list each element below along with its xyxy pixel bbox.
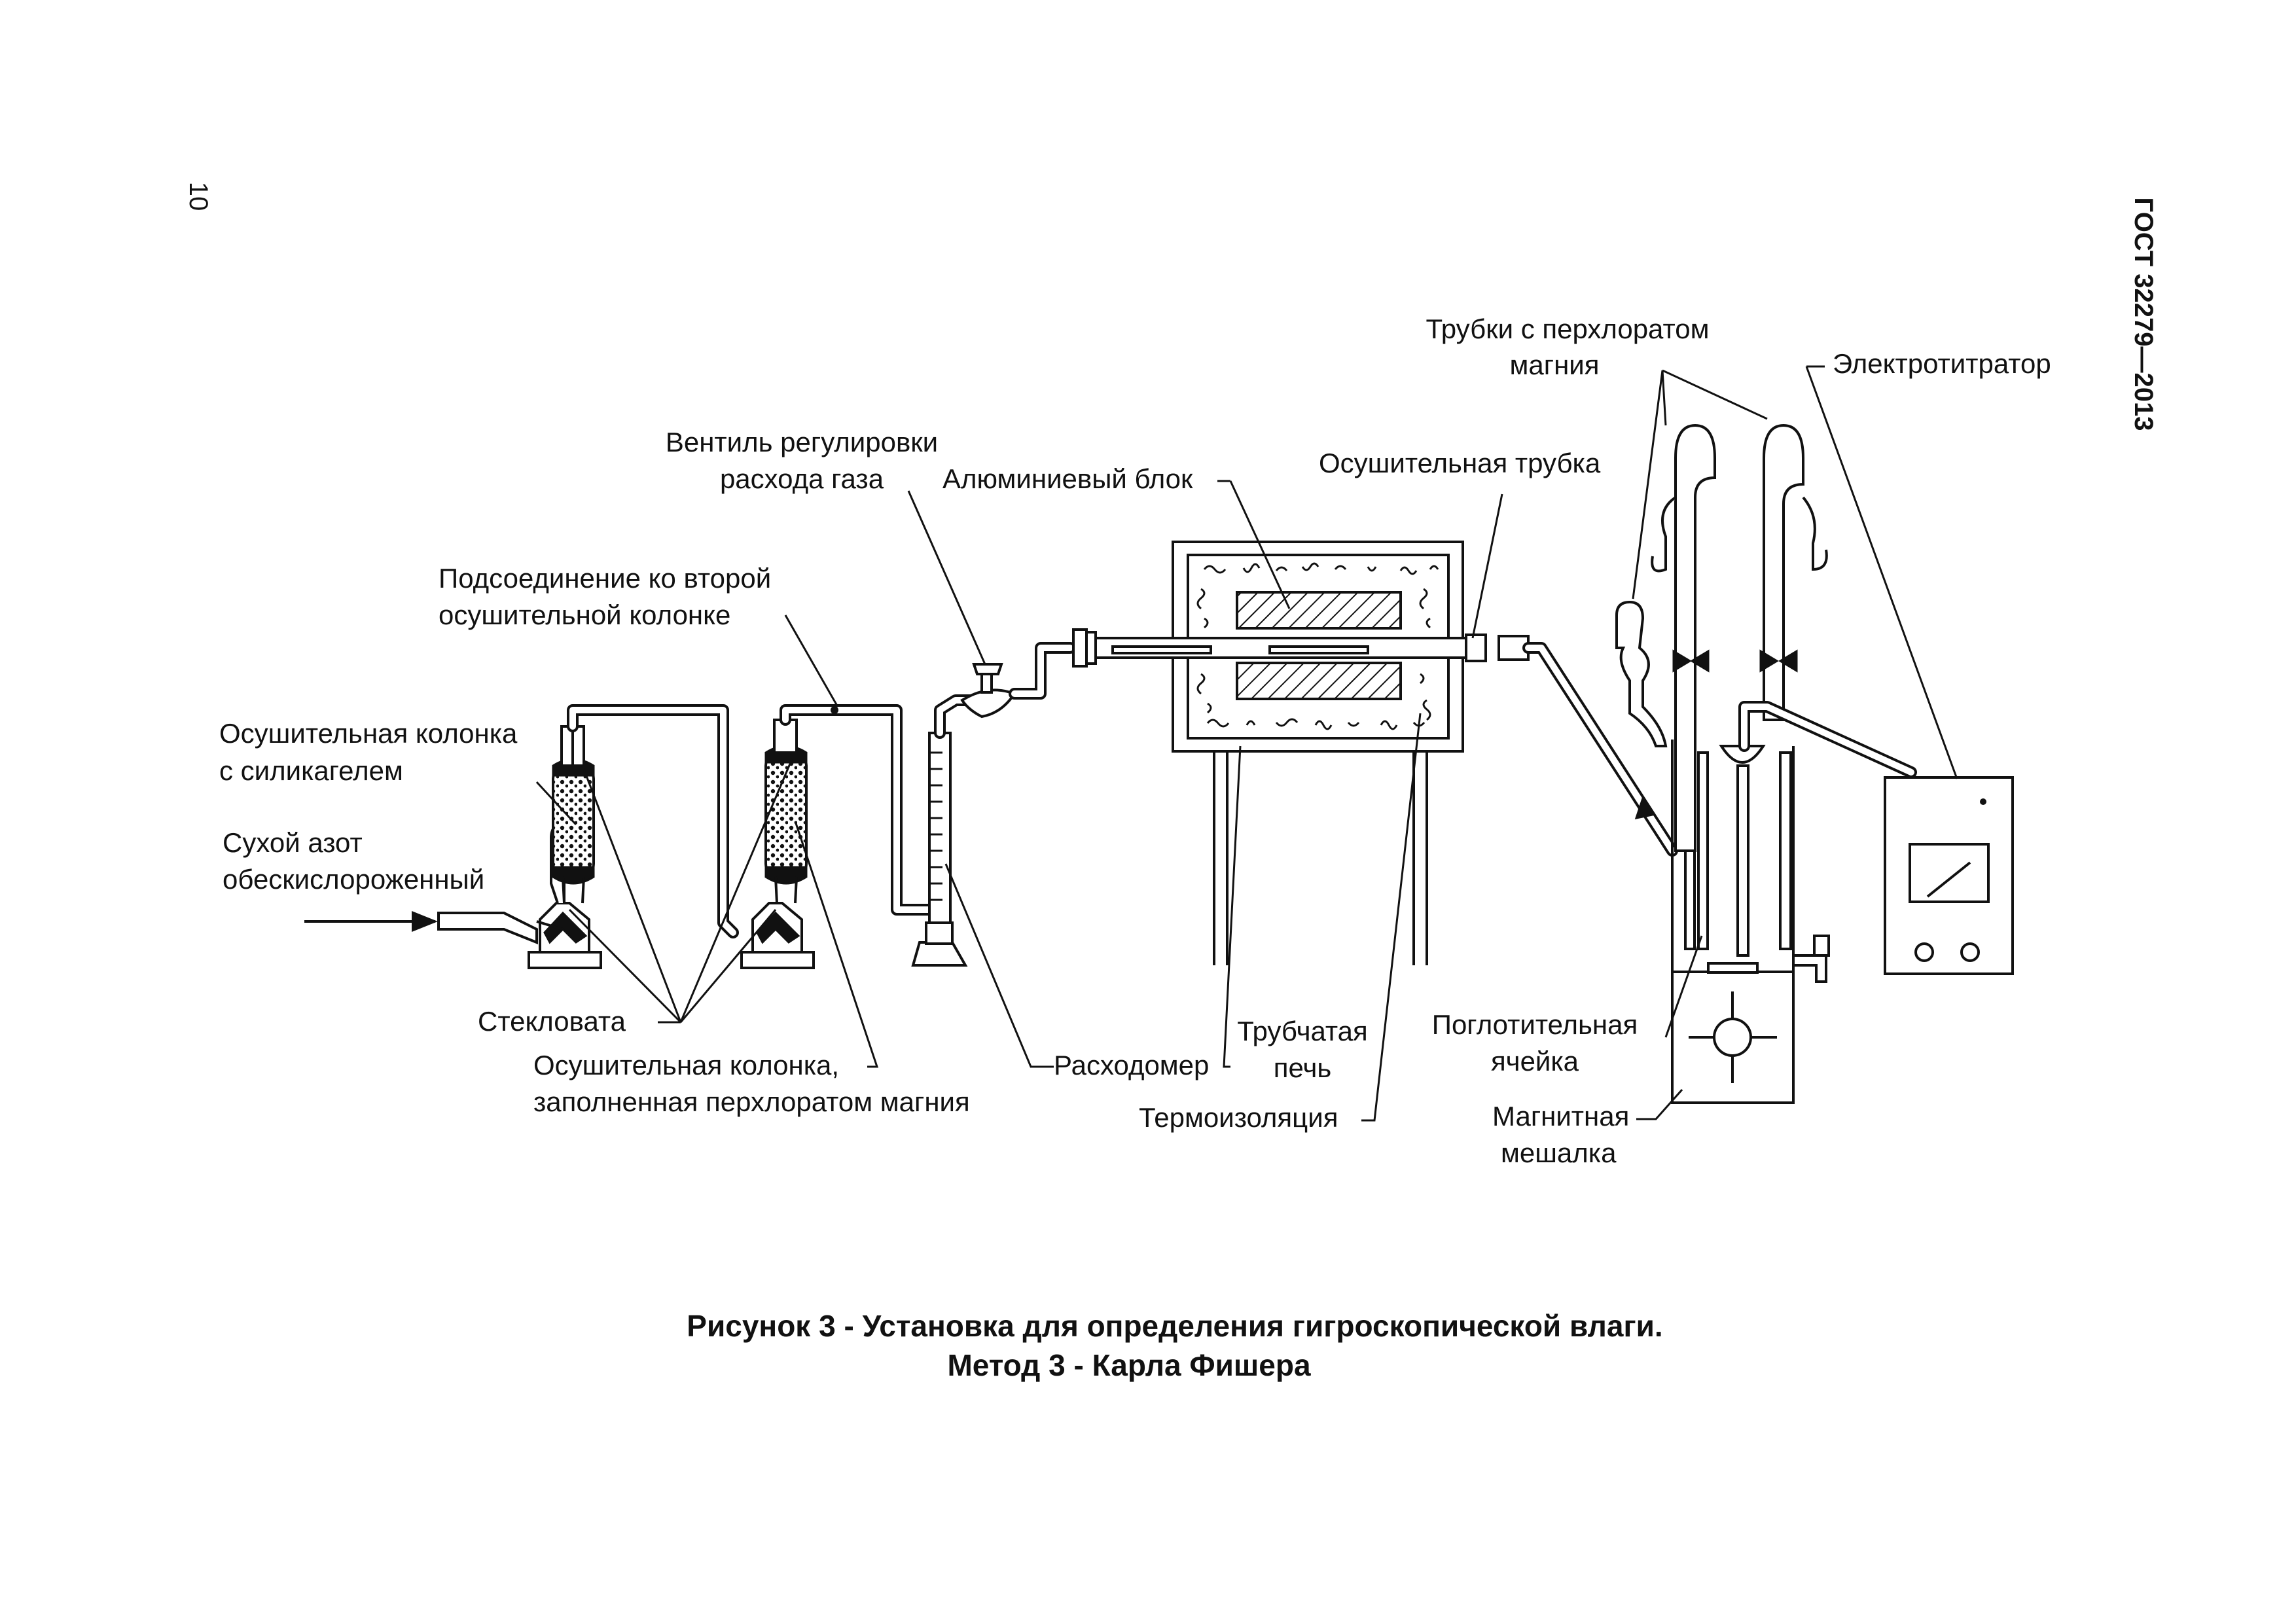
- label-cell: Поглотительная: [1432, 1009, 1638, 1040]
- label-drying-tube: Осушительная трубка: [1319, 448, 1601, 478]
- label-glass-wool: Стекловата: [478, 1006, 626, 1037]
- label-silica-column-2: с силикагелем: [219, 755, 403, 786]
- label-connection-2: осушительной колонке: [439, 599, 730, 630]
- page-number: 10: [184, 182, 213, 211]
- absorption-cell: [1671, 740, 1830, 1104]
- figure-caption: Рисунок 3 - Установка для определения ги…: [687, 1309, 1662, 1343]
- gas-valve: [960, 663, 1017, 719]
- label-cell-2: ячейка: [1491, 1046, 1579, 1077]
- label-electrotitrator: Электротитратор: [1833, 348, 2051, 379]
- label-connection: Подсоединение ко второй: [439, 563, 771, 594]
- drying-tube-right: [1759, 423, 1828, 721]
- label-valve-2: расхода газа: [720, 463, 884, 494]
- label-flowmeter: Расходомер: [1054, 1050, 1209, 1080]
- tube-furnace: [1072, 541, 1487, 965]
- leader-lines: [535, 365, 1958, 1122]
- label-silica-column: Осушительная колонка: [219, 718, 518, 749]
- label-stirrer: Магнитная: [1492, 1101, 1629, 1132]
- label-nitrogen-2: обескислороженный: [223, 864, 484, 895]
- electrotitrator: [1884, 776, 2014, 975]
- label-furnace-2: печь: [1274, 1052, 1331, 1083]
- label-aluminum-block: Алюминиевый блок: [942, 463, 1193, 494]
- label-drying-tubes: Трубки с перхлоратом: [1426, 313, 1709, 344]
- label-perchlorate-column: Осушительная колонка,: [533, 1050, 839, 1080]
- label-insulation: Термоизоляция: [1139, 1102, 1338, 1133]
- label-perchlorate-column-2: заполненная перхлоратом магния: [533, 1086, 970, 1117]
- standard-code: ГОСТ 32279—2013: [2129, 198, 2158, 431]
- label-stirrer-2: мешалка: [1501, 1137, 1617, 1168]
- label-drying-tubes-2: магния: [1510, 349, 1600, 380]
- perchlorate-column: [740, 719, 815, 969]
- drying-tube-left: [1651, 423, 1716, 852]
- label-valve: Вентиль регулировки: [666, 427, 938, 457]
- drying-tube-small: [1615, 600, 1668, 747]
- figure-caption-2: Метод 3 - Карла Фишера: [947, 1348, 1310, 1382]
- flowmeter: [911, 732, 968, 967]
- label-nitrogen: Сухой азот: [223, 827, 363, 858]
- nitrogen-inlet: [304, 911, 538, 944]
- label-furnace: Трубчатая: [1237, 1016, 1368, 1046]
